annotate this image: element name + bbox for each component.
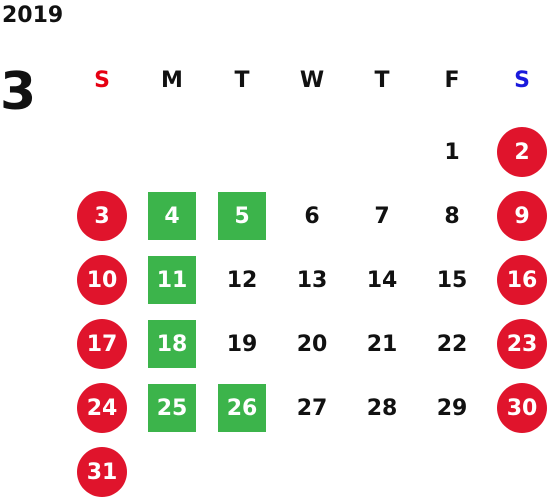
- calendar-day-cell[interactable]: 4: [137, 184, 207, 248]
- day-number: 22: [436, 331, 468, 357]
- weekend-day-number: 3: [77, 191, 127, 241]
- calendar-day-cell[interactable]: 10: [67, 248, 137, 312]
- calendar-day-cell[interactable]: 14: [347, 248, 417, 312]
- calendar-day-cell[interactable]: 2: [487, 120, 548, 184]
- day-number: 14: [366, 267, 398, 293]
- calendar-day-cell[interactable]: 24: [67, 376, 137, 440]
- calendar-day-cell[interactable]: 29: [417, 376, 487, 440]
- calendar-day-cell[interactable]: 3: [67, 184, 137, 248]
- day-number: 29: [436, 395, 468, 421]
- calendar-day-cell[interactable]: 17: [67, 312, 137, 376]
- calendar-day-cell[interactable]: 6: [277, 184, 347, 248]
- highlighted-day-number: 11: [148, 256, 196, 304]
- day-number: 28: [366, 395, 398, 421]
- calendar-day-cell[interactable]: 22: [417, 312, 487, 376]
- weekend-day-number: 2: [497, 127, 547, 177]
- calendar-day-cell[interactable]: 16: [487, 248, 548, 312]
- day-number: 1: [444, 139, 460, 165]
- weekend-day-number: 23: [497, 319, 547, 369]
- calendar-day-cell[interactable]: 21: [347, 312, 417, 376]
- calendar-day-cell[interactable]: 12: [207, 248, 277, 312]
- highlighted-day-number: 4: [148, 192, 196, 240]
- calendar-day-cell[interactable]: 9: [487, 184, 548, 248]
- weekend-day-number: 10: [77, 255, 127, 305]
- weekday-label: S: [94, 68, 110, 93]
- highlighted-day-number: 18: [148, 320, 196, 368]
- calendar-month: 3: [0, 62, 37, 122]
- calendar-day-cell[interactable]: 5: [207, 184, 277, 248]
- calendar-day-cell[interactable]: 7: [347, 184, 417, 248]
- calendar-day-cell[interactable]: 18: [137, 312, 207, 376]
- day-number: 12: [226, 267, 258, 293]
- weekday-label: T: [374, 68, 390, 93]
- weekday-label: S: [514, 68, 530, 93]
- weekday-label: M: [161, 68, 183, 93]
- day-number: 20: [296, 331, 328, 357]
- calendar-day-cell[interactable]: 25: [137, 376, 207, 440]
- calendar-year: 2019: [2, 3, 64, 28]
- day-number: 6: [304, 203, 320, 229]
- calendar-day-cell[interactable]: 26: [207, 376, 277, 440]
- weekend-day-number: 9: [497, 191, 547, 241]
- day-number: 7: [374, 203, 390, 229]
- day-number: 8: [444, 203, 460, 229]
- calendar-day-cell[interactable]: 13: [277, 248, 347, 312]
- calendar-day-cell[interactable]: 20: [277, 312, 347, 376]
- day-number: 13: [296, 267, 328, 293]
- weekday-label: T: [234, 68, 250, 93]
- weekday-label: W: [299, 68, 325, 93]
- calendar-day-cell[interactable]: 8: [417, 184, 487, 248]
- calendar-day-cell[interactable]: 28: [347, 376, 417, 440]
- calendar-day-cell[interactable]: 1: [417, 120, 487, 184]
- day-number: 15: [436, 267, 468, 293]
- highlighted-day-number: 25: [148, 384, 196, 432]
- calendar-day-cell[interactable]: 30: [487, 376, 548, 440]
- highlighted-day-number: 26: [218, 384, 266, 432]
- day-number: 21: [366, 331, 398, 357]
- weekend-day-number: 30: [497, 383, 547, 433]
- calendar-day-cell[interactable]: 23: [487, 312, 548, 376]
- weekend-day-number: 31: [77, 447, 127, 497]
- weekend-day-number: 17: [77, 319, 127, 369]
- day-number: 19: [226, 331, 258, 357]
- weekend-day-number: 16: [497, 255, 547, 305]
- calendar-day-cell[interactable]: 27: [277, 376, 347, 440]
- highlighted-day-number: 5: [218, 192, 266, 240]
- calendar-day-cell[interactable]: 31: [67, 440, 137, 504]
- weekend-day-number: 24: [77, 383, 127, 433]
- calendar-day-cell[interactable]: 15: [417, 248, 487, 312]
- weekday-label: F: [444, 68, 460, 93]
- calendar-day-cell[interactable]: 19: [207, 312, 277, 376]
- calendar-day-cell[interactable]: 11: [137, 248, 207, 312]
- day-number: 27: [296, 395, 328, 421]
